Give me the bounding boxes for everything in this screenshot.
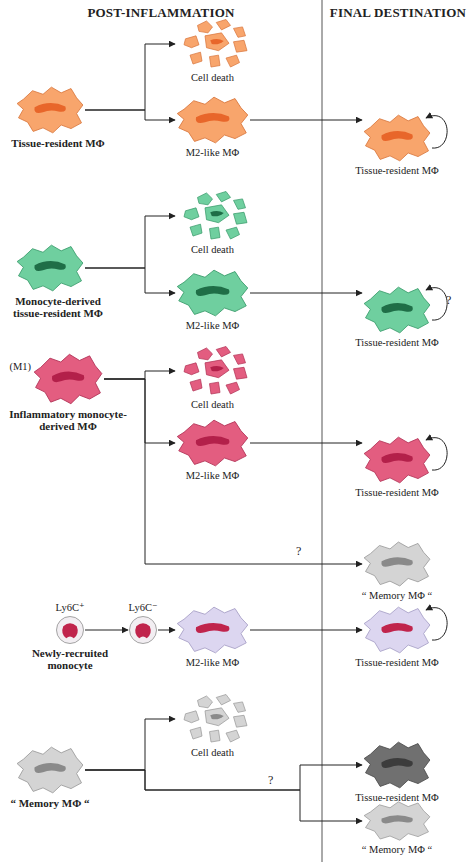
macrophage-cell: Tissue-resident MΦ: [362, 605, 432, 655]
arrow-connector: [85, 770, 362, 821]
cell-illustration: [362, 800, 432, 842]
cell-caption: “ Memory MΦ “: [342, 844, 452, 856]
arrow-connector: [104, 371, 175, 379]
divider-line: [322, 0, 323, 862]
cell-illustration: [362, 113, 432, 163]
dying-cell: Cell death: [175, 345, 250, 397]
cell-name: Monocyte-derived tissue-resident MΦ: [3, 295, 113, 319]
cell-illustration: [15, 745, 85, 795]
uncertainty-mark: ?: [446, 294, 451, 306]
cell-caption: Ly6C⁻: [118, 602, 168, 614]
cell-illustration: [362, 285, 432, 335]
cell-caption: M2-like MΦ: [168, 657, 258, 669]
arrow-connector: [250, 120, 362, 121]
cell-illustration: [175, 418, 250, 468]
arrow-connector: [85, 110, 175, 120]
macrophage-cell: Tissue-resident MΦ: [362, 435, 432, 485]
dying-cell: Cell death: [175, 190, 250, 242]
cell-caption: Cell death: [168, 72, 258, 84]
cell-illustration: [175, 18, 250, 70]
dying-cell: Cell death: [175, 18, 250, 70]
uncertainty-mark: ?: [268, 774, 273, 786]
cell-illustration: [175, 605, 250, 655]
cell-illustration: [175, 345, 250, 397]
cell-caption: M2-like MΦ: [168, 147, 258, 159]
cell-name: Tissue-resident MΦ: [3, 137, 113, 149]
column-header: POST-INFLAMMATION: [0, 5, 322, 21]
arrow-connector: [250, 443, 362, 444]
arrow-connector: [85, 44, 175, 110]
cell-caption: “ Memory MΦ “: [342, 590, 452, 602]
arrow-connector: [104, 379, 362, 564]
macrophage-cell: Tissue-resident MΦ: [362, 113, 432, 163]
cell-illustration: [362, 740, 432, 790]
cell-caption: Tissue-resident MΦ: [342, 792, 452, 804]
cell-caption: Tissue-resident MΦ: [342, 487, 452, 499]
column-header: FINAL DESTINATION: [322, 5, 474, 21]
cell-name: Inflammatory monocyte-derived MΦ: [8, 408, 128, 432]
cell-name: Newly-recruited monocyte: [10, 647, 130, 671]
cell-illustration: [362, 540, 432, 588]
macrophage-cell: “ Memory MΦ “: [362, 800, 432, 842]
cell-illustration: [175, 268, 250, 318]
cell-illustration: [15, 85, 85, 135]
cell-illustration: [15, 243, 85, 293]
cell-illustration: [175, 95, 250, 145]
cell-illustration: [55, 615, 85, 645]
cell-caption: Cell death: [168, 747, 258, 759]
uncertainty-mark: ?: [296, 545, 301, 557]
cell-illustration: [175, 190, 250, 242]
cell-caption: Cell death: [168, 399, 258, 411]
macrophage-cell: “ Memory MΦ “: [15, 745, 85, 795]
cell-caption: (M1): [1, 361, 31, 373]
cell-illustration: [32, 352, 104, 406]
macrophage-cell: Tissue-resident MΦ: [362, 285, 432, 335]
macrophage-cell: Tissue-resident MΦ: [362, 740, 432, 790]
arrow-connector: [158, 630, 175, 631]
macrophage-cell: M2-like MΦ: [175, 268, 250, 318]
monocyte-cell: Ly6C⁺Newly-recruited monocyte: [55, 615, 85, 645]
macrophage-cell: M2-like MΦ: [175, 605, 250, 655]
cell-caption: Tissue-resident MΦ: [342, 657, 452, 669]
cell-illustration: [128, 615, 158, 645]
macrophage-cell: M2-like MΦ: [175, 418, 250, 468]
macrophage-cell: Monocyte-derived tissue-resident MΦ: [15, 243, 85, 293]
cell-caption: M2-like MΦ: [168, 470, 258, 482]
arrow-connector: [250, 293, 362, 294]
arrow-connector: [85, 719, 175, 770]
cell-illustration: [175, 693, 250, 745]
arrow-connector: [85, 630, 128, 631]
macrophage-cell: Tissue-resident MΦ: [15, 85, 85, 135]
cell-caption: Ly6C⁺: [45, 602, 95, 614]
arrow-connector: [250, 630, 362, 631]
cell-caption: Tissue-resident MΦ: [342, 337, 452, 349]
arrow-connector: [85, 216, 175, 268]
cell-caption: M2-like MΦ: [168, 320, 258, 332]
cell-caption: Cell death: [168, 244, 258, 256]
arrow-connector: [85, 765, 362, 790]
macrophage-cell: (M1)Inflammatory monocyte-derived MΦ: [32, 352, 104, 406]
cell-caption: Tissue-resident MΦ: [342, 165, 452, 177]
monocyte-cell: Ly6C⁻: [128, 615, 158, 645]
dying-cell: Cell death: [175, 693, 250, 745]
macrophage-cell: “ Memory MΦ “: [362, 540, 432, 588]
cell-illustration: [362, 435, 432, 485]
arrow-connector: [85, 268, 175, 293]
cell-illustration: [362, 605, 432, 655]
macrophage-cell: M2-like MΦ: [175, 95, 250, 145]
cell-name: “ Memory MΦ “: [5, 797, 95, 809]
